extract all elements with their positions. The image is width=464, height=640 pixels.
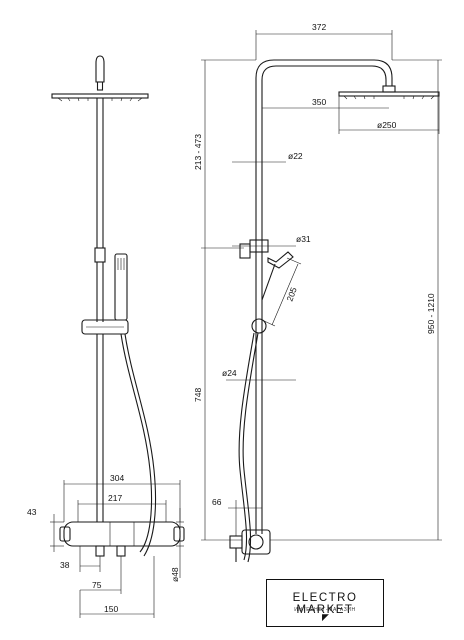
dim-mixer-height: 43	[27, 507, 37, 517]
front-view: 304 217 43 38 75 150 ø48	[27, 55, 185, 618]
dim-knob-diameter: ø48	[170, 567, 180, 582]
dim-arm-reach: 350	[312, 97, 326, 107]
dim-pipe-upper-diameter: ø22	[288, 151, 303, 161]
logo-title: ELECTRO MARKET	[292, 592, 358, 616]
dim-outlet-offset: 38	[60, 560, 70, 570]
side-view: 372 350 ø250 ø22 ø31 205 ø24 66 213 - 47…	[193, 22, 442, 563]
dim-handshower-length: 205	[284, 286, 298, 303]
electro-market-logo: ELECTRO MARKET ИНТЕРНЕТ-МАГАЗИН ◤	[266, 579, 384, 627]
dim-pipe-lower-diameter: ø24	[222, 368, 237, 378]
dim-outlet-spacing: 75	[92, 580, 102, 590]
dim-upper-adjust-range: 213 - 473	[193, 134, 203, 170]
dim-mixer-body-width: 217	[108, 493, 122, 503]
dim-lower-height: 748	[193, 388, 203, 402]
dim-overall-width: 372	[312, 22, 326, 32]
dim-total-height-range: 950 - 1210	[426, 293, 436, 334]
dim-head-diameter: ø250	[377, 120, 397, 130]
mouse-pointer-icon: ◤	[322, 612, 329, 622]
logo-subtitle: ИНТЕРНЕТ-МАГАЗИН	[294, 607, 356, 613]
dim-mixer-width: 304	[110, 473, 124, 483]
dim-holder-diameter: ø31	[296, 234, 311, 244]
dim-wall-offset: 66	[212, 497, 222, 507]
dim-connection-spacing: 150	[104, 604, 118, 614]
